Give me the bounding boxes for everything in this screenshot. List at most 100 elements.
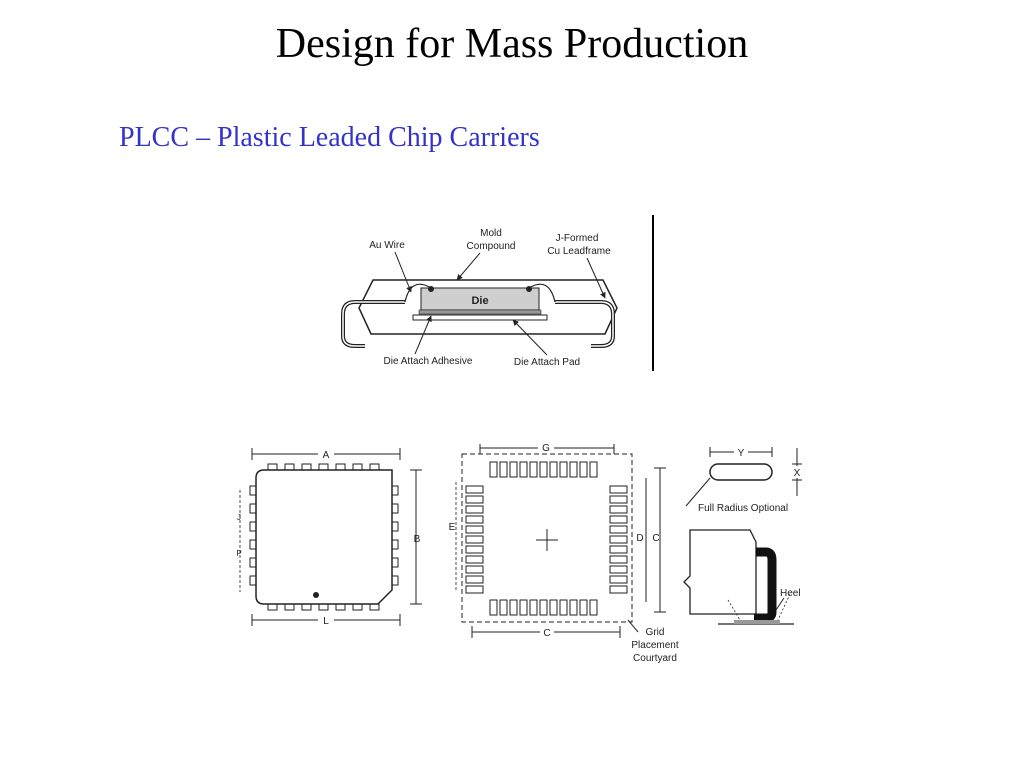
left-leads (249, 485, 257, 586)
footprint-top-pads (489, 461, 598, 478)
full-radius-label: Full Radius Optional (698, 503, 788, 514)
footprint-left-pads (465, 485, 484, 594)
footprint-pad (609, 565, 628, 574)
dim-l-label: L (323, 616, 329, 627)
footprint-pad (589, 461, 598, 478)
leadframe-label-2: Cu Leadframe (547, 246, 611, 257)
slide-title: Design for Mass Production (275, 21, 749, 67)
footprint-pad (609, 495, 628, 504)
au-wire-label: Au Wire (369, 240, 405, 251)
footprint-pad (465, 485, 484, 494)
footprint-pad (609, 535, 628, 544)
footprint-pad (465, 565, 484, 574)
package-lead (267, 463, 278, 471)
lead-pad (709, 463, 773, 481)
footprint-pad (465, 555, 484, 564)
j-lead-right-inner (555, 301, 614, 347)
footprint-pad (529, 599, 538, 616)
au-wire-right (528, 283, 556, 303)
package-lead (284, 463, 295, 471)
top-leads (267, 463, 380, 471)
footprint-bottom-pads (489, 599, 598, 616)
package-side (683, 529, 757, 615)
dim-c-bottom-label: C (543, 628, 550, 639)
grid-label-1: Grid (646, 627, 665, 638)
footprint-pad (539, 461, 548, 478)
package-lead (391, 557, 399, 568)
dim-j-label: J (237, 513, 241, 522)
footprint-pad (519, 599, 528, 616)
package-lead (249, 557, 257, 568)
footprint-pad (609, 515, 628, 524)
footprint-pad (489, 599, 498, 616)
dim-p-label: P (236, 549, 241, 558)
au-wire-left (404, 283, 432, 303)
package-lead (369, 463, 380, 471)
mold-compound-label-1: Mold (480, 228, 502, 239)
footprint-pad (549, 599, 558, 616)
footprint-pad (559, 461, 568, 478)
footprint-pad (465, 515, 484, 524)
package-lead (369, 603, 380, 611)
footprint-pad (569, 599, 578, 616)
footprint-pad (465, 545, 484, 554)
footprint-pad (465, 525, 484, 534)
dim-a-label: A (323, 450, 330, 461)
footprint-pad (465, 535, 484, 544)
footprint-pad (609, 485, 628, 494)
adhesive-label: Die Attach Adhesive (384, 356, 473, 367)
package-lead (352, 603, 363, 611)
package-lead (318, 603, 329, 611)
footprint-pad (465, 495, 484, 504)
footprint-pad (499, 599, 508, 616)
footprint-pad (509, 461, 518, 478)
package-lead (249, 539, 257, 550)
package-lead (249, 575, 257, 586)
package-lead (249, 503, 257, 514)
bottom-leads (267, 603, 380, 611)
package-top-view: A B L J P (236, 447, 422, 627)
die-attach-adhesive (418, 309, 542, 315)
dim-y-label: Y (738, 448, 745, 459)
footprint-pad (579, 599, 588, 616)
footprint-pad (589, 599, 598, 616)
package-lead (391, 485, 399, 496)
package-lead (301, 603, 312, 611)
package-lead (249, 485, 257, 496)
lead-detail-diagram: Y X Full Radius Optional Heel (683, 446, 804, 625)
grid-label-3: Courtyard (633, 653, 677, 664)
heel-label: Heel (780, 588, 801, 599)
dim-d-label: D (636, 533, 643, 544)
package-lead (301, 463, 312, 471)
footprint-diagram: G E D C C Grid Placement Courtyard (449, 442, 679, 664)
dim-b-label: B (414, 534, 421, 545)
dim-c-right-label: C (652, 533, 659, 544)
footprint-pad (539, 599, 548, 616)
package-lead (335, 603, 346, 611)
pin-one-dot (313, 592, 319, 598)
footprint-pad (609, 525, 628, 534)
placement-courtyard (461, 453, 633, 623)
footprint-pad (465, 505, 484, 514)
package-lead (352, 463, 363, 471)
solder-pad (734, 620, 780, 624)
footprint-pad (609, 585, 628, 594)
package-lead (267, 603, 278, 611)
pad-label: Die Attach Pad (514, 357, 580, 368)
footprint-pad (519, 461, 528, 478)
footprint-pad (609, 505, 628, 514)
plcc-cross-section-diagram: Die Au Wire Mold Compound J-Formed Cu Le… (341, 228, 618, 368)
footprint-pad (489, 461, 498, 478)
footprint-pad (559, 599, 568, 616)
footprint-pad (465, 585, 484, 594)
footprint-pad (509, 599, 518, 616)
j-lead-left-inner (342, 301, 405, 347)
mold-compound-label-2: Compound (467, 241, 516, 252)
package-lead (284, 603, 295, 611)
package-lead (391, 575, 399, 586)
package-lead (335, 463, 346, 471)
dim-x-label: X (794, 468, 801, 479)
dim-e-label: E (449, 522, 456, 533)
package-lead (391, 521, 399, 532)
package-lead (391, 539, 399, 550)
